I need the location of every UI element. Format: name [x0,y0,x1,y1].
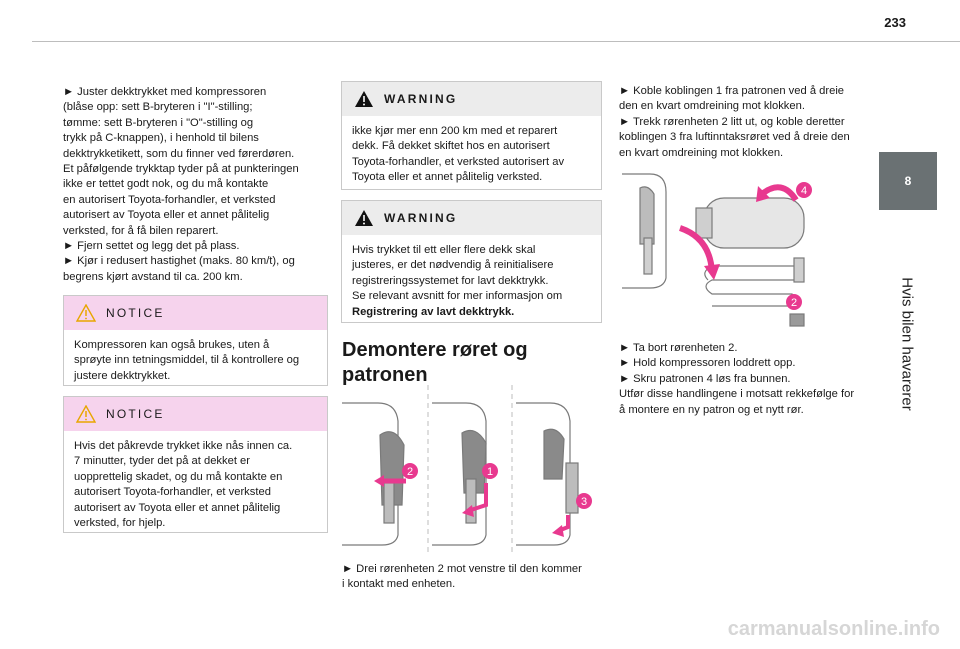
text-line: verksted, for hjelp. [74,517,166,530]
text-line: i kontakt med enheten. [342,578,456,591]
text-line: sprøyte inn tetningsmiddel, til å kontro… [74,354,300,367]
text-line: ► Hold kompressoren loddrett opp. [619,357,796,370]
column-1-text: ► Juster dekktrykket med kompressoren (b… [63,85,333,285]
heading-line: patronen [342,364,428,386]
text-line: ► Drei rørenheten 2 mot venstre til den … [342,563,582,575]
text-line: ► Fjern settet og legg det på plass. [63,240,240,253]
page-number: 233 [884,15,906,30]
text-line: ► Kjør i redusert hastighet (maks. 80 km… [63,255,295,268]
text-line: autorisert av Toyota eller et annet påli… [74,501,281,514]
text-line: en autorisert Toyota-forhandler, et verk… [63,193,276,206]
warning-triangle-icon [76,405,96,423]
text-line: uopprettelig skadet, og du må kontakte e… [74,470,283,483]
panel-3 [516,402,579,546]
text-line: ► Koble koblingen 1 fra patronen ved å d… [619,85,845,97]
text-line: Utfør disse handlingene i motsatt rekkef… [619,388,855,401]
text-line: Hvis det påkrevde trykket ikke nås innen… [74,440,293,452]
warning-title: WARNING [384,92,458,106]
text-line: ikke kjør mer enn 200 km med et reparert [352,125,558,137]
warning-header: WARNING [342,82,601,116]
text-line: ► Juster dekktrykket med kompressoren [63,86,267,98]
text-line: autorisert Toyota-forhandler, et verkste… [74,486,271,499]
illustration-caption: ► Drei rørenheten 2 mot venstre til den … [342,562,604,593]
text-line: dekktrykketikett, som du finner ved føre… [63,147,295,160]
panel-1 [342,402,405,546]
notice-title: NOTICE [106,407,165,421]
removal-illustration: 2 1 3 [342,385,592,555]
text-line: tømme: sett B-bryteren i "O"-stilling og [63,116,254,129]
warning-body: ikke kjør mer enn 200 km med et reparert… [342,116,601,194]
watermark: carmanualsonline.info [727,618,940,640]
notice-body: Hvis det påkrevde trykket ikke nås innen… [64,431,327,539]
text-line: ► Trekk rørenheten 2 litt ut, og koble d… [619,115,845,128]
text-line: (blåse opp: sett B-bryteren i "I"-stilli… [63,101,253,114]
text-line: Kompressoren kan også brukes, uten å [74,339,270,351]
text-line: justere dekktrykket. [74,369,171,382]
callout-label: 2 [407,466,413,478]
column-3-text-bottom: ► Ta bort rørenheten 2. ► Hold kompresso… [619,341,871,418]
warning-triangle-icon [355,210,373,226]
text-line: justeres, er det nødvendig å reinitialis… [352,259,554,272]
callout-label: 2 [791,297,797,309]
text-line: en kvart omdreining mot klokken. [619,146,784,159]
text-line: dekk. Få dekket skiftet hos en autoriser… [352,140,550,153]
notice-header: NOTICE [64,397,327,431]
warning-box-2: WARNING Hvis trykket til ett eller flere… [341,200,602,323]
notice-box-2: NOTICE Hvis det påkrevde trykket ikke nå… [63,396,328,533]
text-line: verksted, for å få bilen reparert. [63,224,219,237]
cartridge-illustration: 4 2 [622,173,812,327]
callout-label: 4 [801,185,807,197]
text-line: registreringssystemet for lavt dekktrykk… [352,274,549,287]
chapter-title: Hvis bilen havarerer [898,277,916,411]
warning-body: Hvis trykket til ett eller flere dekk sk… [342,235,601,328]
text-line: Toyota-forhandler, et verksted autoriser… [352,155,565,168]
heading-line: Demontere røret og [342,339,528,361]
text-line: autorisert av Toyota eller et annet påli… [63,209,270,222]
warning-triangle-icon [76,304,96,322]
column-3-text-top: ► Koble koblingen 1 fra patronen ved å d… [619,84,871,161]
chapter-tab[interactable]: 8 [879,152,937,210]
text-line: begrens kjørt avstand til ca. 200 km. [63,270,243,283]
text-line: den en kvart omdreining mot klokken. [619,100,805,113]
notice-box-1: NOTICE Kompressoren kan også brukes, ute… [63,295,328,386]
warning-header: WARNING [342,201,601,235]
callout-label: 1 [487,466,493,478]
text-line: å montere en ny patron og et nytt rør. [619,403,804,416]
top-divider [32,41,960,42]
section-heading: Demontere røret og patronen [342,338,602,388]
text-line: Et påfølgende trykktap tyder på at punkt… [63,163,299,176]
text-line: ► Ta bort rørenheten 2. [619,342,738,354]
notice-title: NOTICE [106,306,165,320]
text-line: Hvis trykket til ett eller flere dekk sk… [352,244,536,256]
notice-header: NOTICE [64,296,327,330]
text-line: Registrering av lavt dekktrykk. [352,305,515,318]
text-line: ► Skru patronen 4 løs fra bunnen. [619,372,791,385]
notice-body: Kompressoren kan også brukes, uten å spr… [64,330,327,392]
warning-title: WARNING [384,211,458,225]
text-line: ikke er tettet godt nok, og du må kontak… [63,178,269,191]
text-line: 7 minutter, tyder det på at dekket er [74,455,250,468]
text-line: Toyota eller et annet pålitelig verksted… [352,171,543,184]
text-line: Se relevant avsnitt for mer informasjon … [352,290,563,303]
text-line: trykk på C-knappen), i henhold til bilen… [63,132,259,145]
warning-triangle-icon [355,91,373,107]
panel-2 [432,402,487,546]
callout-label: 3 [581,496,587,508]
warning-box-1: WARNING ikke kjør mer enn 200 km med et … [341,81,602,190]
text-line: koblingen 3 fra luftinntaksrøret ved å d… [619,131,850,144]
